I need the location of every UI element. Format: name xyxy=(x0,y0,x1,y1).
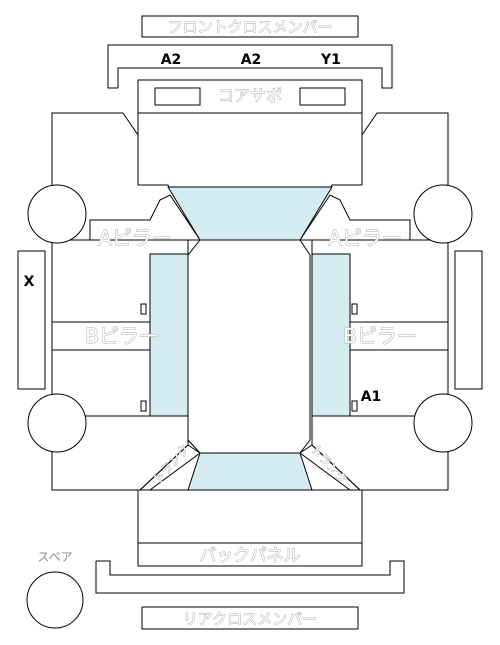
a-pillar-right-label: Aピラー xyxy=(328,226,402,250)
rear-left-wheel xyxy=(27,393,87,453)
core-support-left-slot xyxy=(154,87,201,106)
windshield xyxy=(167,186,333,241)
rear-cross-member-label: リアクロスメンバー xyxy=(183,610,317,628)
rear-right-wheel xyxy=(413,393,473,453)
back-panel-label: バックパネル xyxy=(199,546,300,566)
front-cross-member-box xyxy=(141,15,359,38)
back-panel-box xyxy=(137,542,363,567)
left-side-sill xyxy=(17,250,46,390)
rear-bracket xyxy=(95,560,405,594)
left-trunk-corner xyxy=(138,444,201,491)
right-trunk-corner xyxy=(299,444,362,491)
trunk-right-label: トランク xyxy=(308,442,351,487)
b-pillar-left-label: Bピラー xyxy=(85,324,159,348)
front-bracket xyxy=(107,44,393,89)
spare-tire xyxy=(26,571,84,629)
code-front-left: A2 xyxy=(161,52,182,68)
right-front-marker xyxy=(351,303,358,315)
trunk-area xyxy=(137,489,363,544)
b-pillar-right-label: Bピラー xyxy=(343,324,417,348)
left-front-marker xyxy=(140,303,147,315)
code-front-right: Y1 xyxy=(320,52,341,68)
front-cross-member-label: フロントクロスメンバー xyxy=(167,18,332,36)
right-side-glass xyxy=(311,253,351,417)
code-right-rear: A1 xyxy=(361,389,382,405)
cabin-roof xyxy=(187,239,311,454)
trunk-left-label: トランク xyxy=(150,442,193,487)
spare-label: スペア xyxy=(37,550,72,564)
code-front-center: A2 xyxy=(241,52,262,68)
rear-cross-member-box xyxy=(141,606,359,630)
right-rear-marker xyxy=(351,400,358,412)
a-pillar-left-label: Aピラー xyxy=(98,226,172,250)
right-side-sill xyxy=(454,250,483,390)
left-side-glass xyxy=(149,253,189,417)
core-support-right-slot xyxy=(299,87,346,106)
core-support-label: コアサポ xyxy=(218,86,282,105)
left-rear-marker xyxy=(140,400,147,412)
front-right-wheel xyxy=(413,184,473,244)
rear-window xyxy=(187,452,313,491)
front-left-wheel xyxy=(27,184,87,244)
code-left-side: X xyxy=(24,274,35,290)
